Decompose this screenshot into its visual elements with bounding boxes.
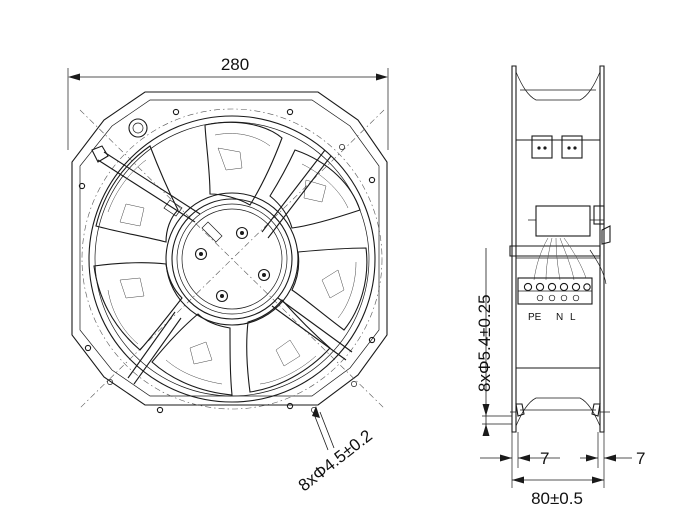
terminal-block: PE N L (517, 277, 593, 323)
hole-leader: 8xΦ4.5±0.2 (295, 406, 376, 495)
capacitor-box (528, 205, 611, 245)
front-view: 280 (67, 55, 389, 495)
depth-dimensions: 7 7 80±0.5 (480, 430, 645, 508)
side-left-flange (511, 65, 517, 433)
depth-dimension-label: 80±0.5 (531, 489, 583, 508)
flange-right-label: 7 (636, 449, 645, 468)
side-right-flange (599, 65, 605, 433)
support-struts (91, 145, 353, 385)
motor-hub (165, 192, 299, 326)
width-dimension-label: 280 (221, 55, 249, 74)
fan-housing-inner-outline (79, 99, 380, 397)
fan-housing-outline (71, 91, 388, 406)
fan-blades (93, 121, 368, 396)
width-dimension: 280 (67, 55, 389, 150)
cable-gland (128, 118, 148, 138)
side-hole-dimension: 8xΦ5.4±0.25 (475, 248, 512, 436)
front-mounting-holes (78, 108, 376, 414)
flange-left-label: 7 (540, 449, 549, 468)
bolt-circle (81, 108, 383, 410)
side-view: PE N L 8xΦ5.4±0.25 7 (475, 65, 645, 508)
venturi-outer-ring (88, 115, 376, 403)
terminal-label-l: L (570, 312, 576, 323)
terminal-label-pe: PE (528, 312, 542, 323)
front-hole-note: 8xΦ4.5±0.2 (295, 426, 376, 495)
terminal-label-n: N (556, 312, 563, 323)
side-hole-note: 8xΦ5.4±0.25 (475, 294, 494, 392)
wire-bundle (533, 237, 607, 285)
bottom-foot (510, 403, 610, 417)
top-bracket (531, 135, 583, 159)
